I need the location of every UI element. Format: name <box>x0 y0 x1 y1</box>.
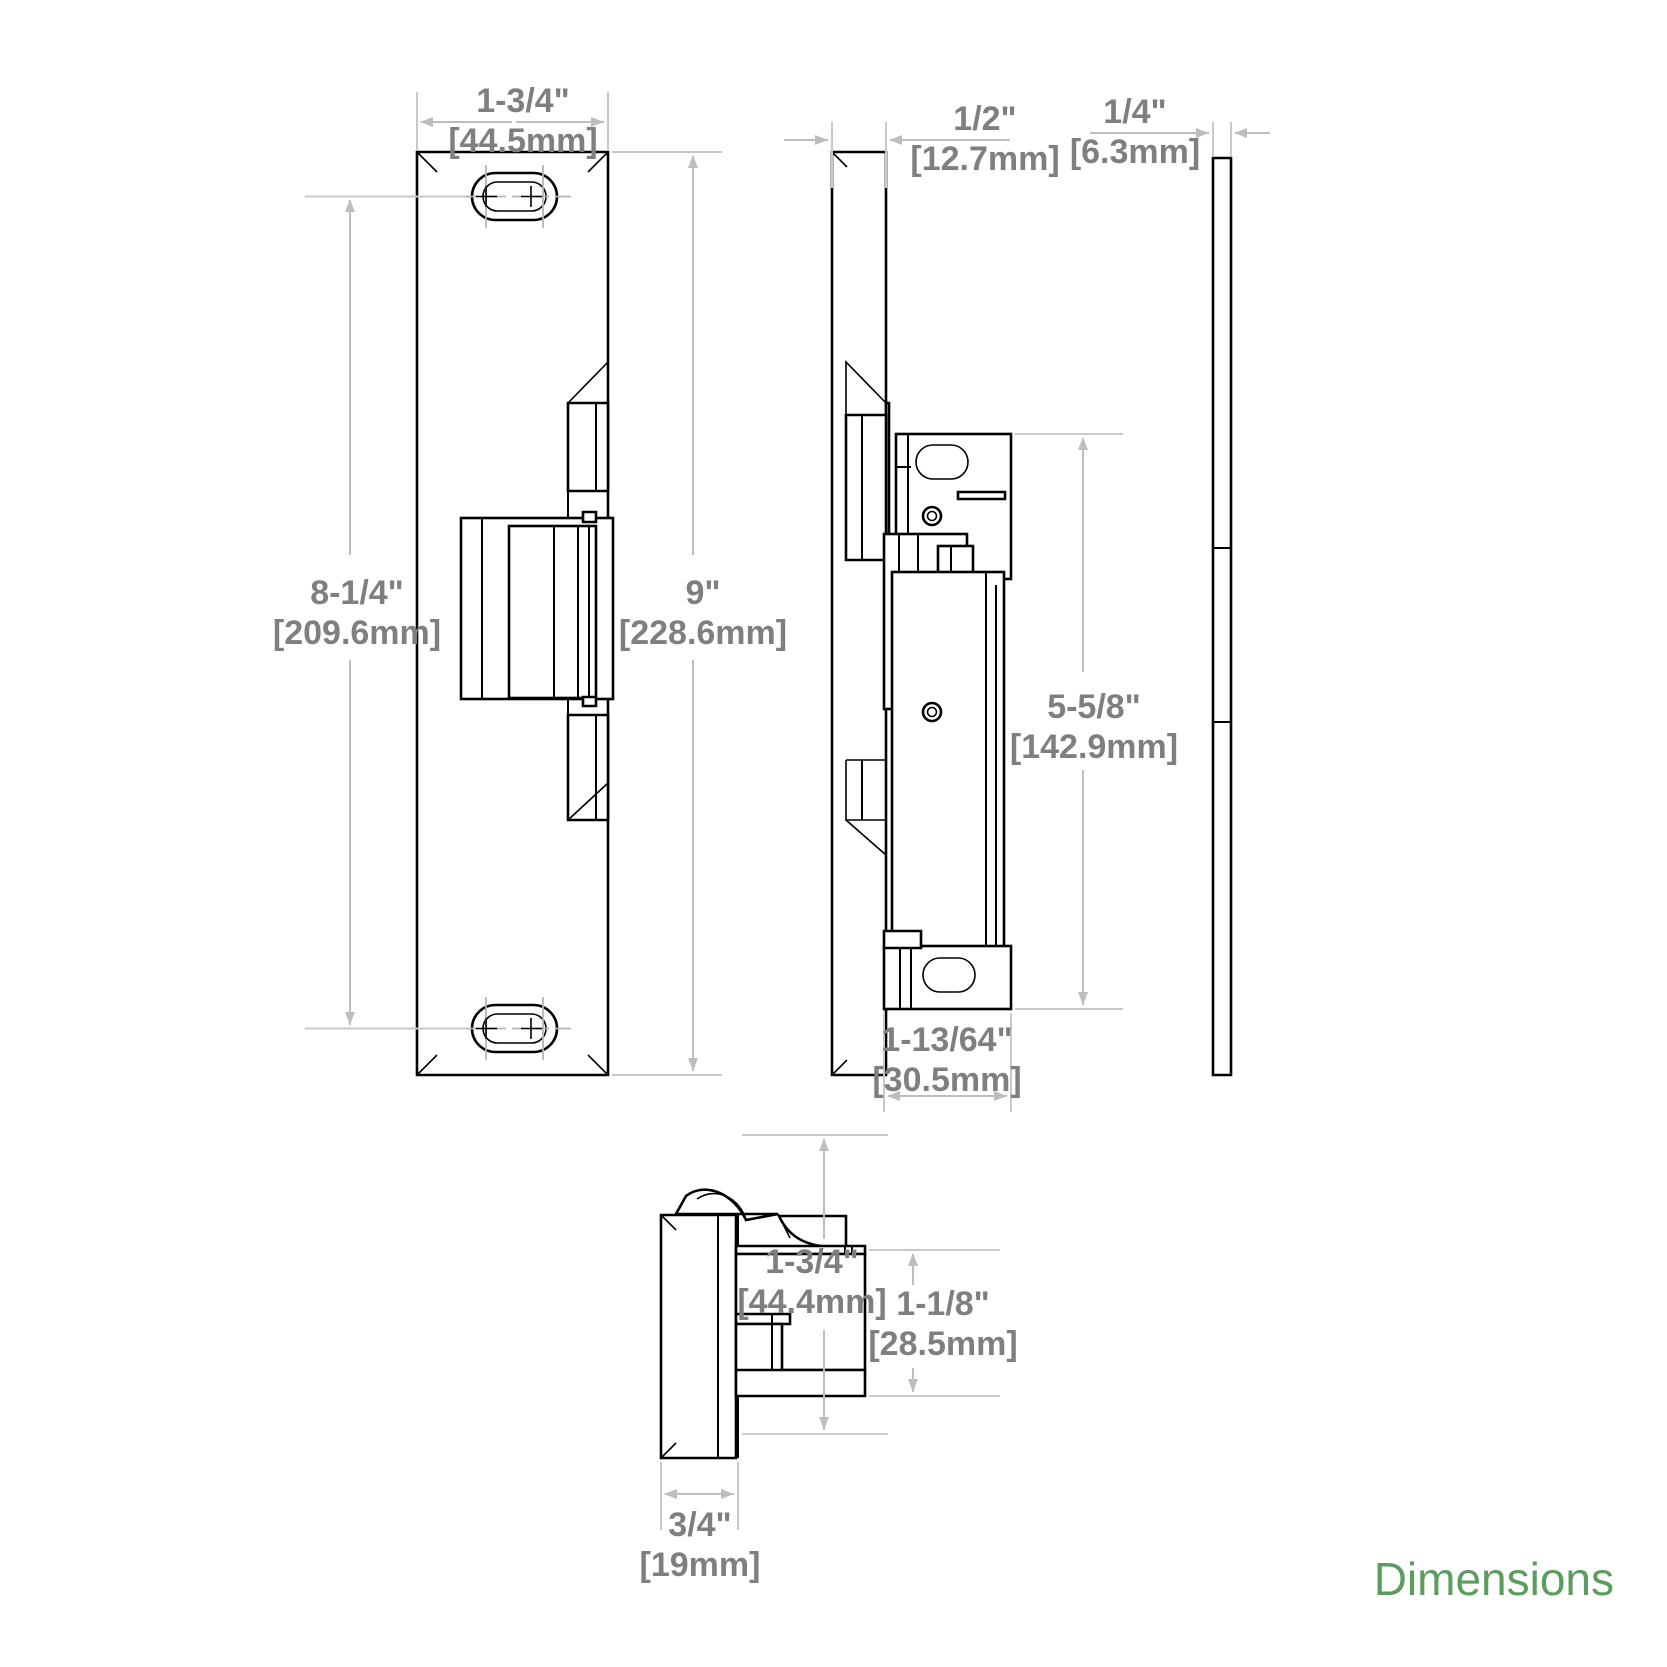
front-keeper-body <box>459 510 615 708</box>
dim-plan-width: 3/4" [19mm] <box>640 1462 761 1584</box>
front-corner-chamfer-bl <box>416 1054 438 1076</box>
front-view: 1-3/4" [44.5mm] 8-1/4" [209.6mm] 9" [228… <box>273 82 787 1077</box>
dim-body-height-metric: [142.9mm] <box>1010 728 1178 766</box>
dim-plan-depth-imperial: 1-3/4" <box>765 1243 859 1281</box>
dim-body-depth: 1-13/64" [30.5mm] <box>872 1013 1022 1112</box>
dim-plan-depth-metric: [44.4mm] <box>737 1283 886 1321</box>
dim-body-depth-metric: [30.5mm] <box>872 1061 1021 1099</box>
dim-faceplate-length: 9" [228.6mm] <box>612 151 787 1076</box>
front-corner-chamfer-tr <box>587 151 609 173</box>
plan-view: 1-3/4" [44.4mm] 1-1/8" [28.5mm] 3/4" [19… <box>640 1134 1018 1584</box>
dim-hole-spacing-metric: [209.6mm] <box>273 614 441 652</box>
front-mounting-slot-top <box>459 165 571 228</box>
dim-plan-width-imperial: 3/4" <box>668 1506 731 1544</box>
dim-plan-keeper-metric: [28.5mm] <box>868 1325 1017 1363</box>
front-corner-chamfer-br <box>587 1054 609 1076</box>
dim-plate-thickness-metric: [6.3mm] <box>1070 133 1200 171</box>
plan-keeper-block <box>734 1244 867 1398</box>
dim-plan-depth: 1-3/4" [44.4mm] <box>737 1134 888 1435</box>
dim-keeper-offset: 1/2" [12.7mm] <box>784 100 1060 188</box>
plan-faceplate-block <box>659 1213 738 1460</box>
side-faceplate-edge <box>830 150 888 1077</box>
side-view: 1/2" [12.7mm] 5-5/8" [142.9mm] 1-13/64" … <box>784 100 1178 1112</box>
dim-body-height: 5-5/8" [142.9mm] <box>1010 433 1178 1010</box>
plan-keeper-ramp <box>673 1188 848 1250</box>
dim-faceplate-width-imperial: 1-3/4" <box>476 82 570 120</box>
dim-body-depth-imperial: 1-13/64" <box>881 1021 1012 1059</box>
dimensions-label: Dimensions <box>1374 1553 1614 1605</box>
side-strike-body <box>882 432 1013 1011</box>
dim-faceplate-width: 1-3/4" [44.5mm] <box>416 82 609 160</box>
dim-faceplate-length-imperial: 9" <box>685 574 720 612</box>
dim-plan-keeper-imperial: 1-1/8" <box>896 1285 990 1323</box>
dim-hole-spacing: 8-1/4" [209.6mm] <box>273 195 466 1030</box>
dim-keeper-offset-metric: [12.7mm] <box>910 140 1059 178</box>
edge-view: 1/4" [6.3mm] <box>1070 93 1270 1077</box>
dim-plan-keeper: 1-1/8" [28.5mm] <box>868 1249 1018 1397</box>
dim-plate-thickness: 1/4" [6.3mm] <box>1070 93 1270 171</box>
dim-plan-width-metric: [19mm] <box>640 1546 761 1584</box>
dim-faceplate-width-metric: [44.5mm] <box>448 122 597 160</box>
front-corner-chamfer-tl <box>416 151 438 173</box>
dim-body-height-imperial: 5-5/8" <box>1047 688 1141 726</box>
dim-faceplate-length-metric: [228.6mm] <box>619 614 787 652</box>
dim-hole-spacing-imperial: 8-1/4" <box>310 574 404 612</box>
front-mounting-slot-bottom <box>459 997 571 1060</box>
dim-plate-thickness-imperial: 1/4" <box>1103 93 1166 131</box>
dim-keeper-offset-imperial: 1/2" <box>953 100 1016 138</box>
edge-faceplate-profile <box>1211 156 1233 1077</box>
